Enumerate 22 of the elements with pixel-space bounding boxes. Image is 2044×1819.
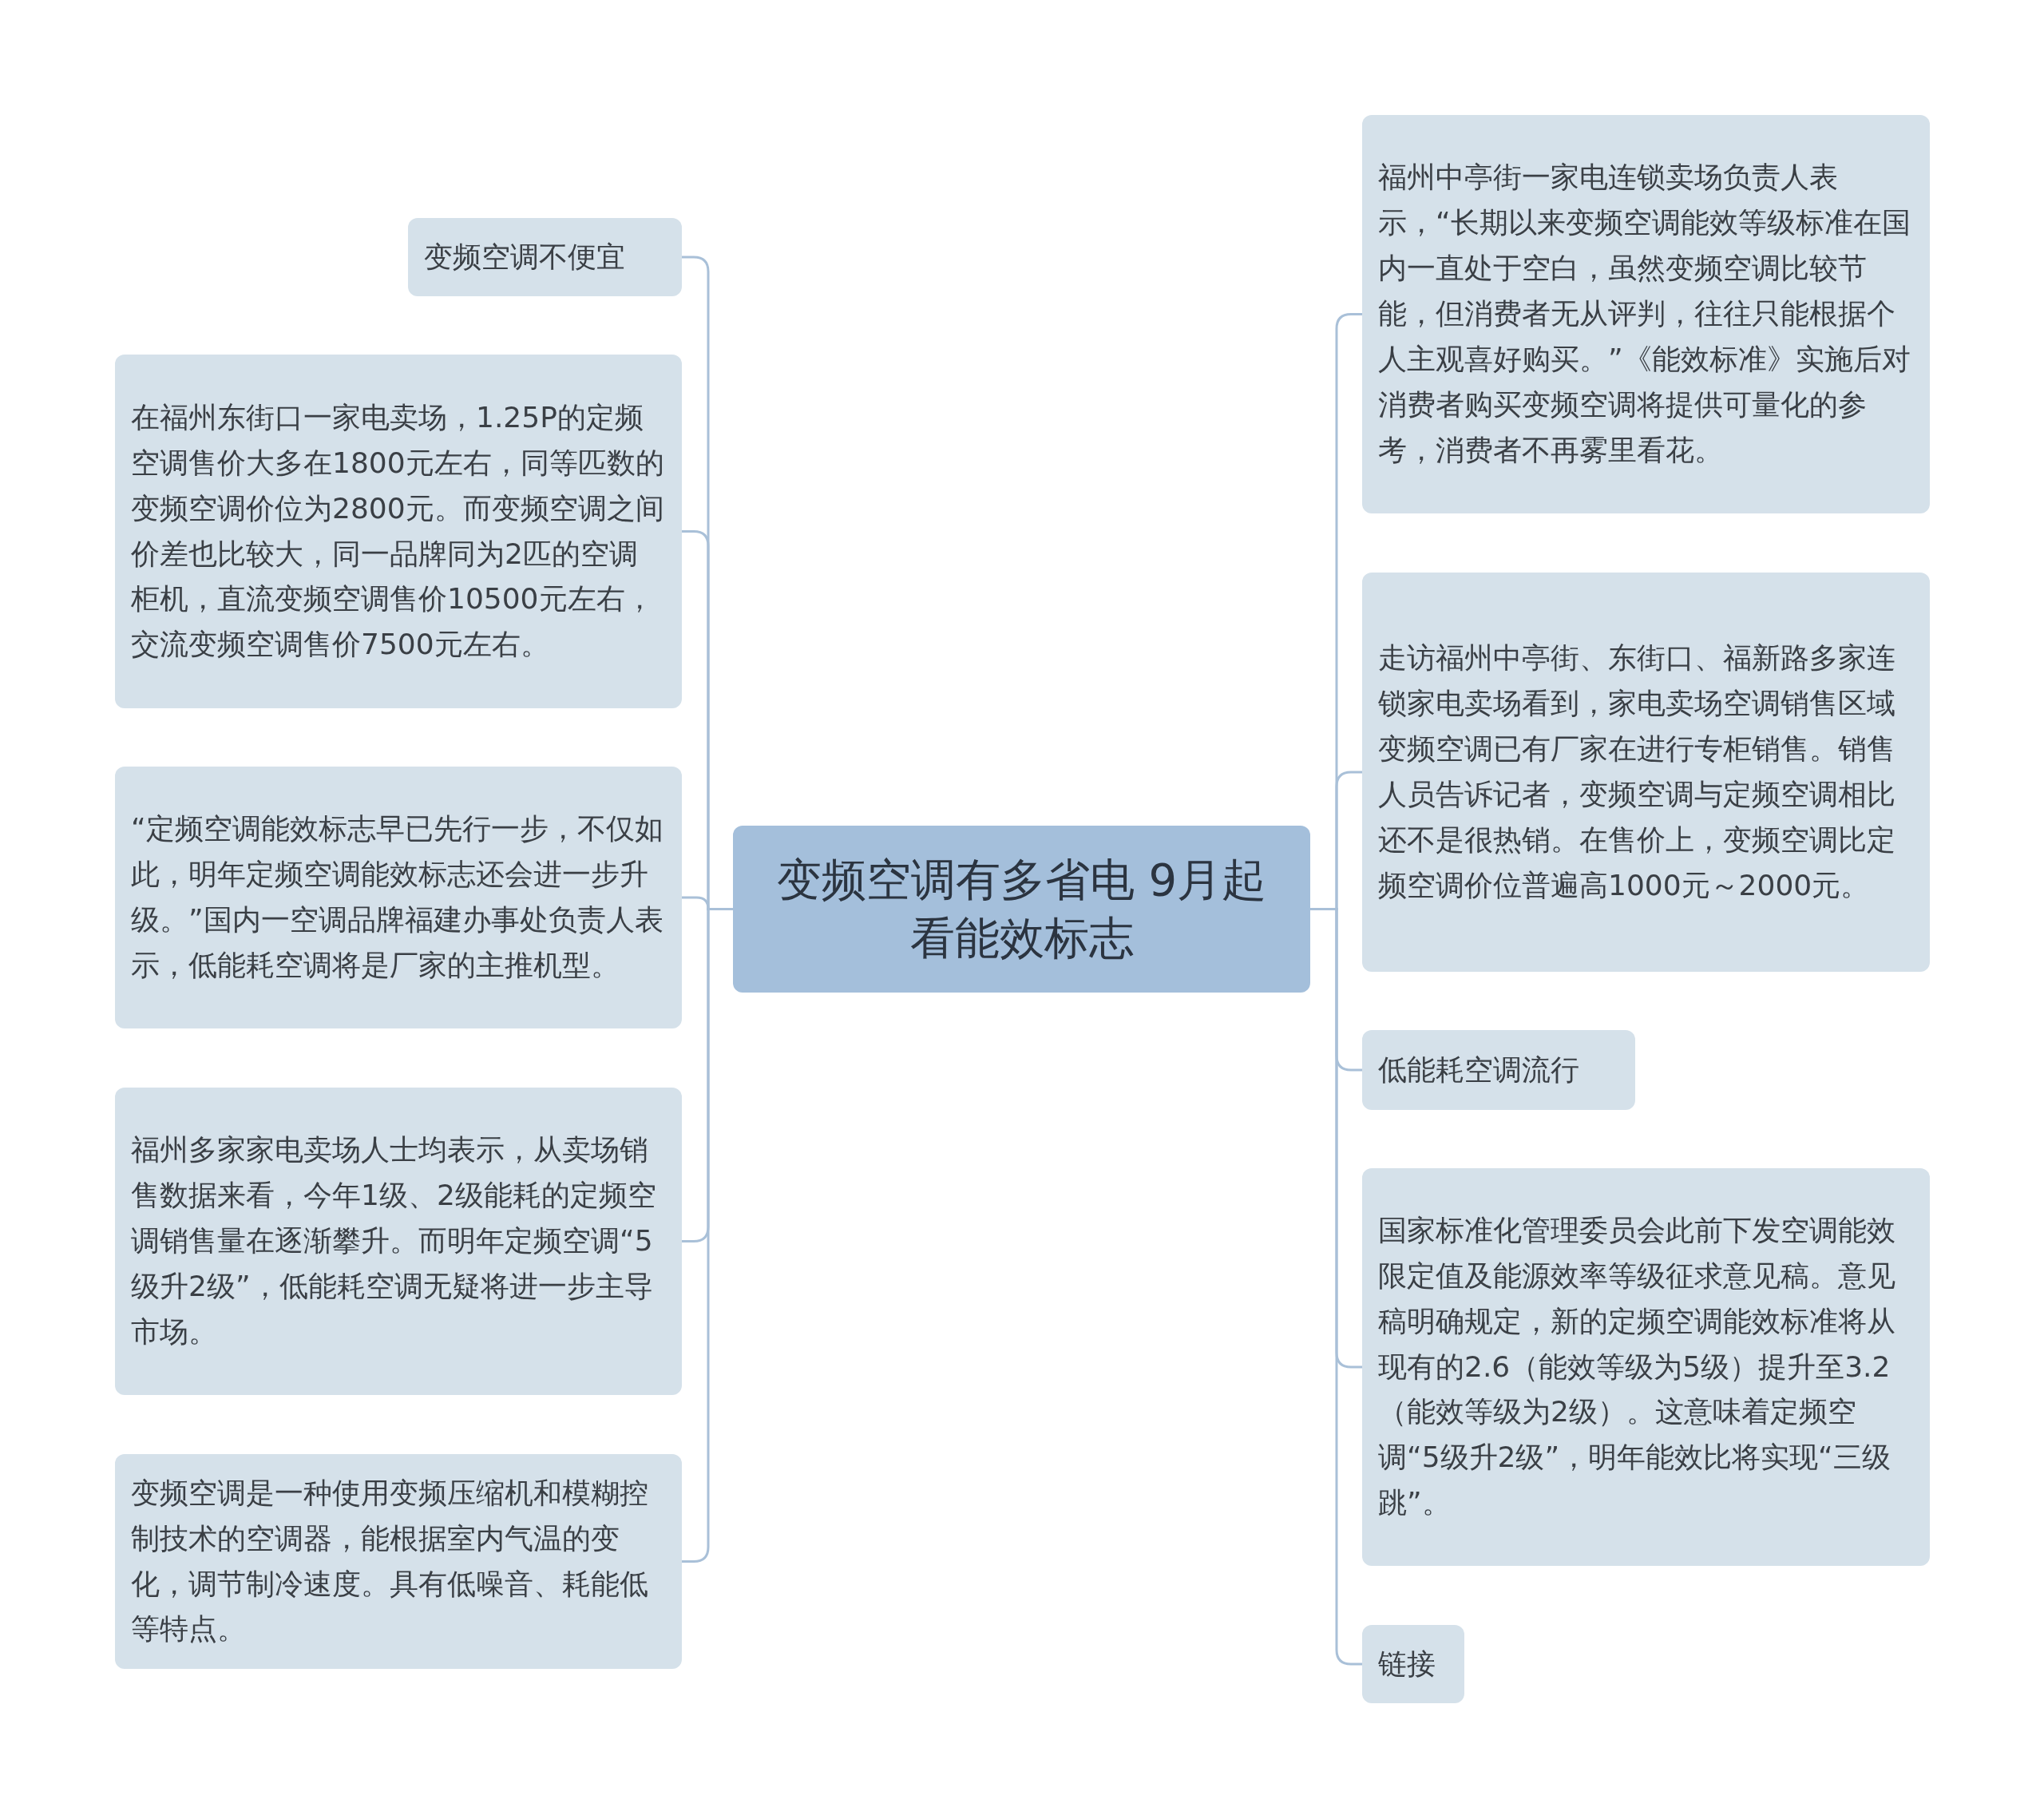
topic-text: 变频空调是一种使用变频压缩机和模糊控制技术的空调器，能根据室内气温的变化，调节制冷速度。具有低噪音、耗能低等特点。 <box>131 1475 649 1647</box>
topic-text: 变频空调不便宜 <box>424 239 625 275</box>
topic-box <box>1362 1030 1635 1110</box>
topic-text: 低能耗空调流行 <box>1378 1052 1579 1088</box>
topic-text: 在福州东街口一家电卖场，1.25P的定频空调售价大多在1800元左右，同等匹数的变频空调价位为2800元。而变频空调之间价差也比较大，同一品牌同为2匹的空调柜机，直流变频空调售价10500元左右，交流变频空调售价7500元左右。 <box>131 399 665 663</box>
topic-box <box>1362 573 1930 972</box>
topic-text: “定频空调能效标志早已先行一步，不仅如此，明年定频空调能效标志还会进一步升级。”国内一空调品牌福建办事处负责人表示，低能耗空调将是厂家的主推机型。 <box>131 811 664 983</box>
topic-text: 福州多家家电卖场人士均表示，从卖场销售数据来看，今年1级、2级能耗的定频空调销售量在逐渐攀升。而明年定频空调“5级升2级”，低能耗空调无疑将进一步主导市场。 <box>131 1132 657 1349</box>
topic-text: 链接 <box>1378 1646 1436 1682</box>
central-topic-text: 变频空调有多省电 9月起看能效标志 <box>775 852 1268 965</box>
topic-text: 福州中亭街一家电连锁卖场负责人表示，“长期以来变频空调能效等级标准在国内一直处于空白，虽然变频空调比较节能，但消费者无从评判，往往只能根据个人主观喜好购买。”《能效标准》实施后对消费者购买变频空调将提供可量化的参考，消费者不再雾里看花。 <box>1378 160 1911 468</box>
topic-box <box>115 355 682 708</box>
topic-box <box>1362 1625 1464 1703</box>
central-topic-box <box>733 826 1310 993</box>
topic-box <box>115 1088 682 1395</box>
topic-box <box>1362 115 1930 513</box>
topic-box <box>1362 1168 1930 1566</box>
topic-box <box>115 767 682 1028</box>
topic-box <box>115 1454 682 1669</box>
topic-text: 国家标准化管理委员会此前下发空调能效限定值及能源效率等级征求意见稿。意见稿明确规定，新的定频空调能效标准将从现有的2.6（能效等级为5级）提升至3.2（能效等级为2级）。这意味着定频空调“5级升2级”，明年能效比将实现“三级跳”。 <box>1378 1212 1896 1521</box>
topic-text: 走访福州中亭街、东街口、福新路多家连锁家电卖场看到，家电卖场空调销售区域变频空调已有厂家在进行专柜销售。销售人员告诉记者，变频空调与定频空调相比还不是很热销。在售价上，变频空调比定频空调价位普遍高1000元～2000元。 <box>1378 640 1896 903</box>
topic-box <box>408 218 682 296</box>
